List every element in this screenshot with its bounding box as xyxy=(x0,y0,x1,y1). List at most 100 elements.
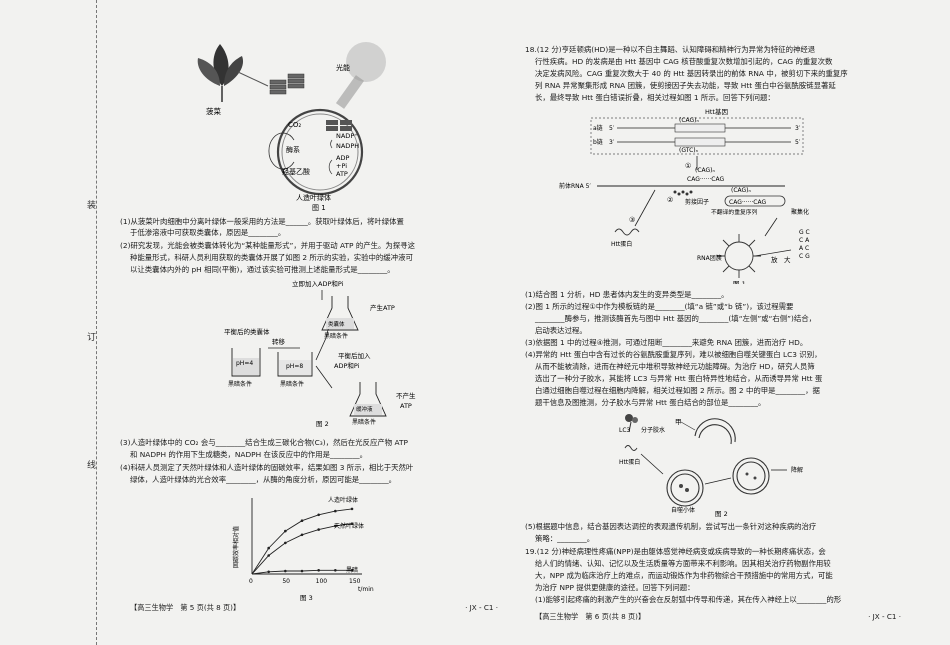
svg-text:降解: 降解 xyxy=(791,466,803,474)
splicing-factor-dots xyxy=(673,190,693,196)
light-source-icon xyxy=(346,42,386,82)
footer-code: · JX - C1 · xyxy=(868,612,901,621)
svg-text:放 大: 放 大 xyxy=(771,255,791,264)
autophagy-figure: LC3 分子胶水 甲 Htt蛋白 降解 自噬小体 图 2 xyxy=(619,414,803,518)
question-2-cont: 以让类囊体内外的 pH 相同(平衡)，通过该实验可推测上述能量形式是______… xyxy=(130,265,395,274)
question-19-cont: 为治疗 NPP 提供更健康的途径。回答下列问题： xyxy=(535,583,695,592)
sub-question-4-cont: 题干信息及图推测，分子胶水与异常 Htt 蛋白结合的部位是________。 xyxy=(535,398,766,407)
question-19-sub1: (1)能够引起疼痛的刺激产生的兴奋会在反射弧中传导和传递，其在传入神经上以___… xyxy=(535,595,842,604)
footer-code: · JX - C1 · xyxy=(465,603,498,612)
flask-bottom: 缓冲液 黑暗条件 不产生 ATP xyxy=(349,382,416,426)
autolysosome-icon xyxy=(732,457,770,495)
sub-question-5-cont: 策略：________。 xyxy=(535,534,595,543)
data-point xyxy=(317,513,320,517)
svg-text:Htt蛋白: Htt蛋白 xyxy=(611,240,632,248)
legend-dark: 黑暗 xyxy=(346,566,358,574)
x-tick-label: 100 xyxy=(316,578,328,585)
autophagosome-icon xyxy=(666,469,704,507)
figure-number: 图 3 xyxy=(300,594,313,602)
data-point xyxy=(300,569,304,573)
svg-text:聚集化: 聚集化 xyxy=(791,208,809,216)
artificial-chloroplast-figure: 菠菜 光能 CO₂ 酶系 羟基乙酸 NADP⁺ NADPH ADP +Pi AT… xyxy=(197,42,386,212)
svg-text:羟基乙酸: 羟基乙酸 xyxy=(282,167,310,176)
question-2-cont: 种能量形式，科研人员利用获取的类囊体开展了如图 2 所示的实验，实验中的缓冲液可 xyxy=(130,253,413,262)
svg-text:甲: 甲 xyxy=(675,418,682,426)
svg-text:平衡后的类囊体: 平衡后的类囊体 xyxy=(224,327,270,336)
sub-question-4-cont: 从而不能被清除，进而在神经元中堆积导致神经元功能障碍。为治疗 HD，研究人员筛 xyxy=(535,362,815,371)
svg-text:自噬小体: 自噬小体 xyxy=(671,506,695,514)
svg-text:剪接因子: 剪接因子 xyxy=(685,198,709,206)
svg-text:(GTC)ₙ: (GTC)ₙ xyxy=(679,147,699,154)
data-point xyxy=(317,528,320,531)
data-point xyxy=(350,522,354,525)
x-tick-label: 50 xyxy=(282,578,290,585)
question-18: 18.(12 分)亨廷顿病(HD)是一种以不自主舞蹈、认知障碍和精神行为异常为特… xyxy=(525,45,816,54)
svg-text:CAG······CAG: CAG······CAG xyxy=(729,199,766,206)
svg-text:C A: C A xyxy=(799,237,810,244)
svg-text:分子胶水: 分子胶水 xyxy=(641,426,665,434)
svg-text:Htt基因: Htt基因 xyxy=(705,107,728,116)
question-19-cont: 大，NPP 成为临床治疗上的难点，而运动锻炼作为非药物综合干预措施中的常用方式，… xyxy=(535,571,833,580)
question-18-cont: 行性疾病。HD 的发病是由 Htt 基因中 CAG 核苷酸重复次数增加引起的，C… xyxy=(535,57,833,66)
svg-text:(CAG)ₙ: (CAG)ₙ xyxy=(731,187,752,194)
question-18-cont: 长，最终导致 Htt 蛋白错误折叠，相关过程如图 1 所示。回答下列问题： xyxy=(535,93,775,102)
question-4: (4)科研人员测定了天然叶绿体和人造叶绿体的固碳效率，结果如图 3 所示，相比于… xyxy=(120,463,414,472)
svg-text:ATP: ATP xyxy=(336,170,348,178)
question-18-cont: 决定发病风险。CAG 重复次数大于 40 的 Htt 基因转录出的前体 RNA … xyxy=(535,69,848,78)
svg-text:不产生: 不产生 xyxy=(396,391,416,400)
svg-text:ATP: ATP xyxy=(400,402,412,410)
thylakoid-experiment-figure: 立即加入ADP和Pi 平衡后的类囊体 转移 pH=4 黑暗条件 pH=8 黑暗条… xyxy=(224,279,416,428)
sub-question-2-cont: 启动表达过程。 xyxy=(535,326,587,335)
data-point xyxy=(267,554,270,557)
svg-text:图 2: 图 2 xyxy=(316,420,329,428)
footer-page: 【高三生物学 第 6 页(共 8 页)】 xyxy=(535,612,646,621)
svg-text:菠菜: 菠菜 xyxy=(206,106,221,116)
flask-top: 类囊体 黑暗条件 产生ATP xyxy=(321,296,395,340)
margin-label: 订 xyxy=(87,328,97,345)
data-point xyxy=(334,569,337,572)
data-point xyxy=(284,529,287,533)
svg-text:图 2: 图 2 xyxy=(715,510,728,518)
svg-text:3′: 3′ xyxy=(795,125,801,132)
page-6: 18.(12 分)亨廷顿病(HD)是一种以不自主舞蹈、认知障碍和精神行为异常为特… xyxy=(525,0,903,645)
data-point xyxy=(267,570,270,574)
svg-text:ADP和Pi: ADP和Pi xyxy=(334,361,360,370)
svg-text:人造叶绿体: 人造叶绿体 xyxy=(296,193,331,202)
svg-text:类囊体: 类囊体 xyxy=(328,320,345,328)
question-4-cont: 绿体，人造叶绿体的光合效率________，从酶的角度分析，原因可能是_____… xyxy=(130,475,397,484)
question-19: 19.(12 分)神经病理性疼痛(NPP)是由躯体感觉神经病变或疾病导致的一种长… xyxy=(525,547,826,556)
data-point xyxy=(334,509,337,513)
svg-text:LC3: LC3 xyxy=(619,427,631,434)
svg-text:a链: a链 xyxy=(593,124,603,132)
margin-label: 装 xyxy=(87,196,97,213)
data-point xyxy=(284,541,287,545)
beaker-ph4: pH=4 黑暗条件 xyxy=(228,348,261,388)
svg-text:+Pi: +Pi xyxy=(336,162,347,170)
svg-text:pH=4: pH=4 xyxy=(236,360,253,367)
svg-text:(CAG)ₙ: (CAG)ₙ xyxy=(695,167,716,174)
sub-question-5: (5)根据题中信息，结合基因表达调控的表观遗传机制，尝试写出一条针对这种疾病的治… xyxy=(525,522,817,531)
data-point xyxy=(350,507,354,511)
svg-text:5′: 5′ xyxy=(609,125,615,132)
svg-text:A C: A C xyxy=(799,245,809,252)
question-3: (3)人造叶绿体中的 CO₂ 会与________结合生成三碳化合物(C₃)，然… xyxy=(120,438,408,447)
lc3-icon xyxy=(625,414,638,433)
phagophore-icon xyxy=(694,418,736,445)
thylakoid-stack-icon xyxy=(269,73,305,95)
data-point xyxy=(267,546,270,550)
sub-question-1: (1)结合图 1 分析，HD 患者体内发生的变异类型是________。 xyxy=(525,290,729,299)
page-5: 菠菜 光能 CO₂ 酶系 羟基乙酸 NADP⁺ NADPH ADP +Pi AT… xyxy=(120,0,500,645)
svg-text:G C: G C xyxy=(799,229,810,236)
svg-text:黑暗条件: 黑暗条件 xyxy=(280,380,304,388)
question-19-cont: 给人们的情绪、认知、记忆以及生活质量等方面带来不利影响。因其相关治疗药物副作用较 xyxy=(535,559,831,568)
svg-text:RNA团簇: RNA团簇 xyxy=(697,254,722,262)
svg-text:转移: 转移 xyxy=(272,337,286,346)
svg-text:3′: 3′ xyxy=(609,139,615,146)
rna-cluster-icon xyxy=(717,234,761,278)
data-point xyxy=(300,533,304,537)
sub-question-2-cont: ________酶参与，推测该酶首先与图中 Htt 基因的________(填“… xyxy=(535,314,817,323)
sub-question-4: (4)异常的 Htt 蛋白中含有过长的谷氨酰胺重复序列，难以被细胞自噬关键蛋白 … xyxy=(525,350,822,359)
data-point xyxy=(334,524,337,528)
svg-text:Htt蛋白: Htt蛋白 xyxy=(619,458,640,466)
data-point xyxy=(284,569,287,573)
